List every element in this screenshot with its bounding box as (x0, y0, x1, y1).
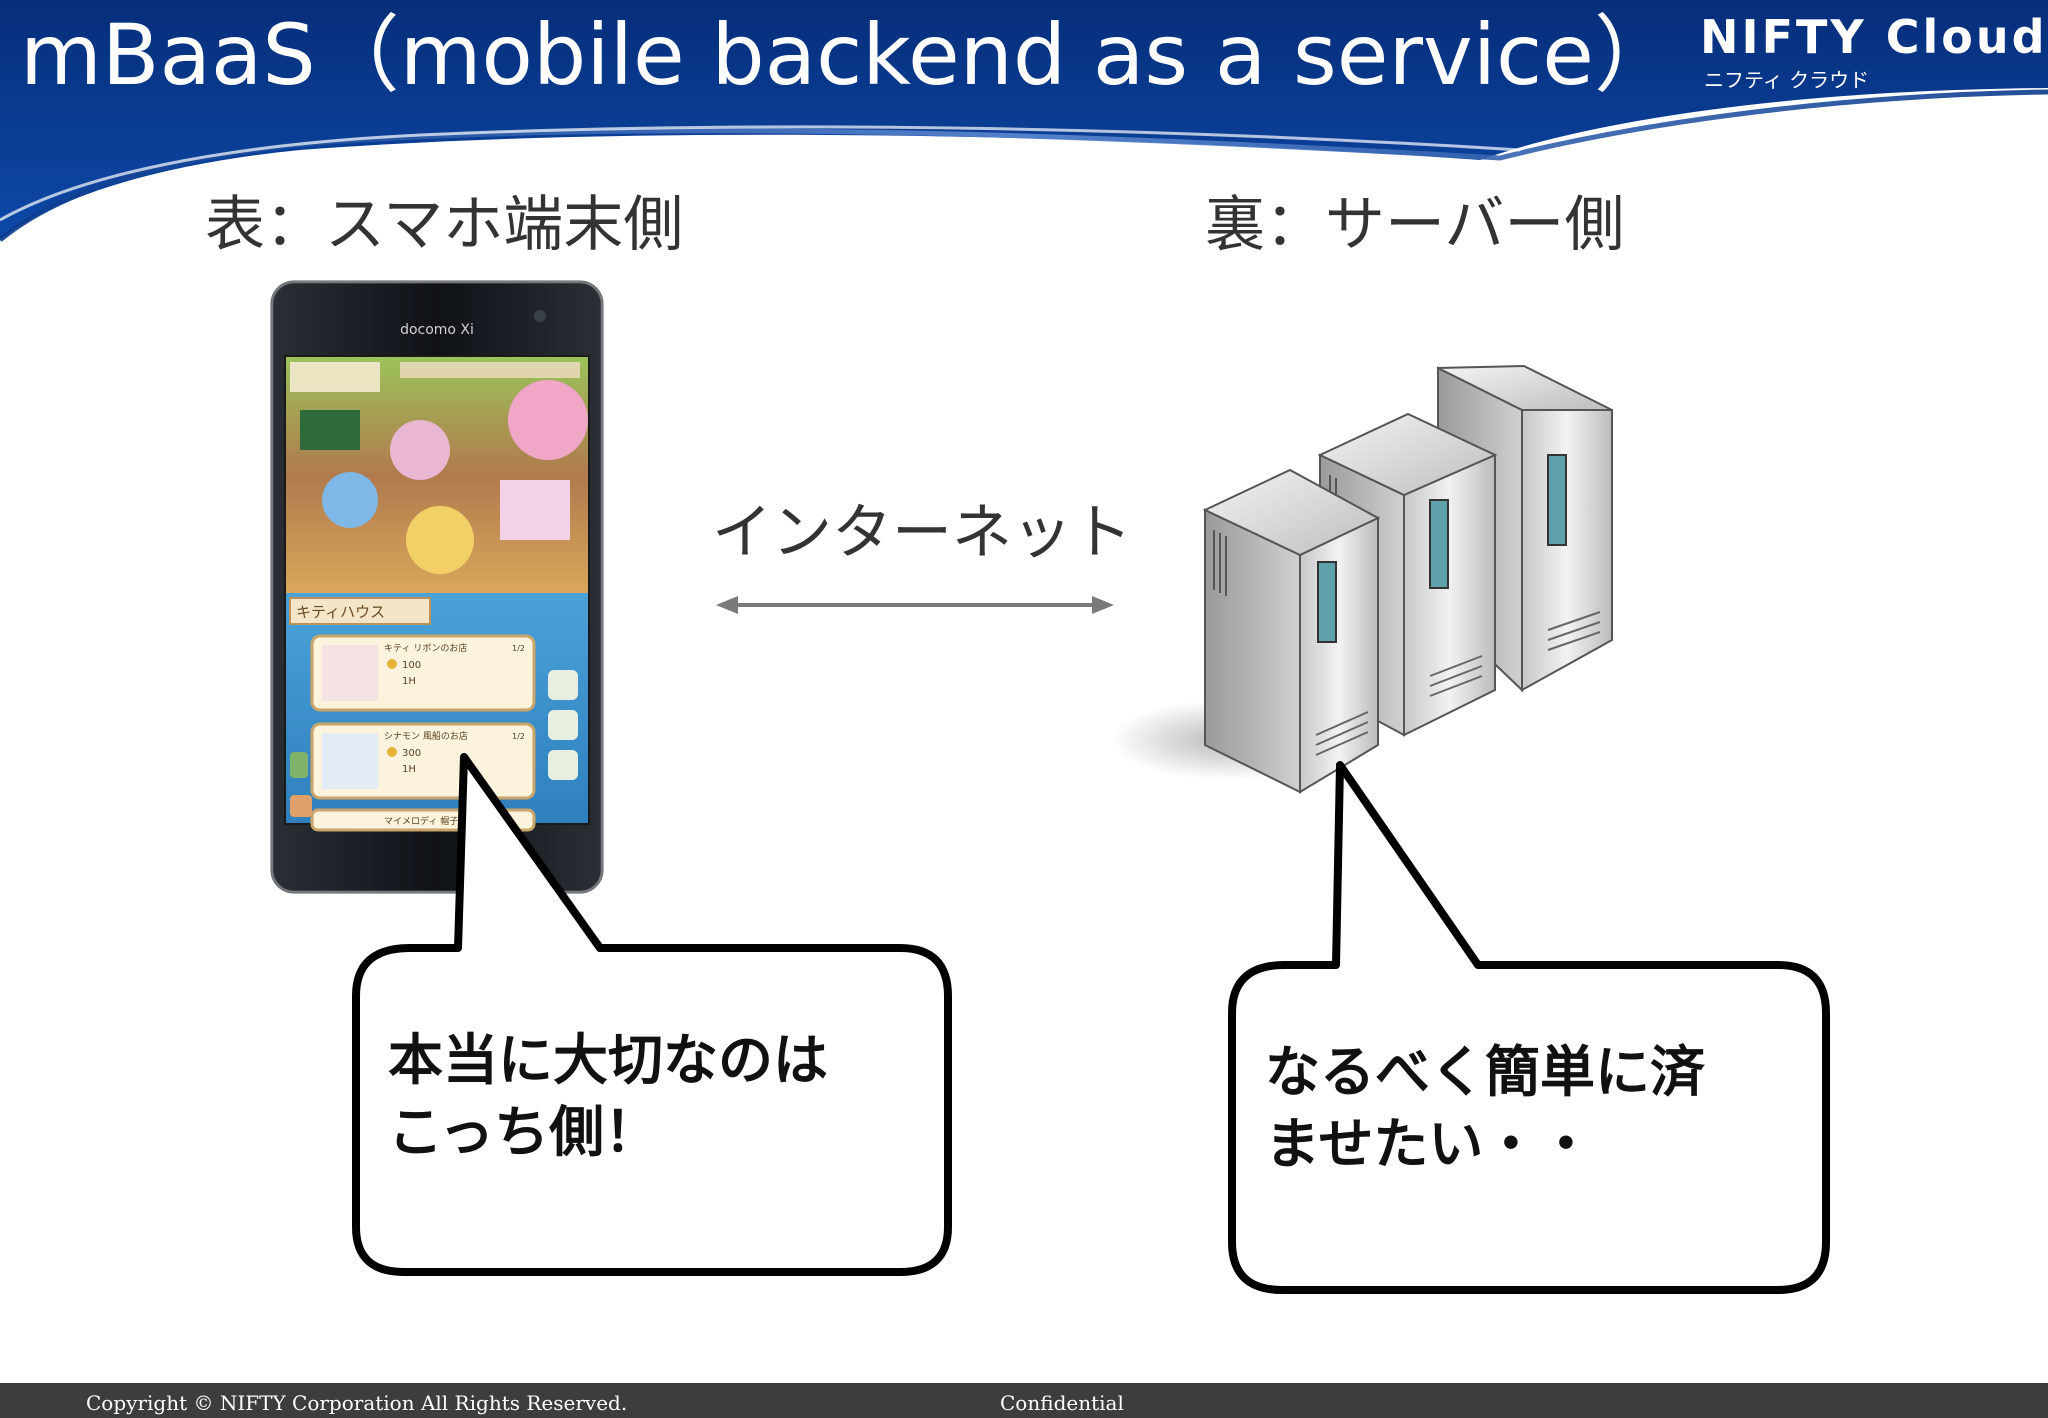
bubble-right-line-1: なるべく簡単に済 (1265, 1040, 1706, 1104)
front-side-label: 表：スマホ端末側 (205, 190, 684, 260)
speech-bubble-right-text: なるべく簡単に済 ませたい・・ (1265, 1036, 1705, 1180)
nifty-cloud-logo: NIFTY Cloud ニフティ クラウド (1700, 10, 2045, 92)
shop-item-2-time: 1H (402, 764, 416, 775)
footer-bar: Copyright © NIFTY Corporation All Rights… (0, 1383, 2048, 1418)
phone-carrier-text: docomo Xi (400, 322, 474, 338)
speech-bubble-right (1228, 761, 1830, 1294)
shop-item-2-count: 1/2 (512, 732, 525, 741)
bidirectional-arrow (716, 596, 1114, 614)
logo-main-text: NIFTY Cloud (1700, 10, 2048, 64)
shop-item-1-time: 1H (402, 676, 416, 687)
shop-item-1-price: 100 (402, 660, 421, 671)
bubble-left-line-2: こっち側！ (388, 1100, 660, 1164)
logo-sub-text: ニフティ クラウド (1704, 68, 1870, 92)
page-title: mBaaS（mobile backend as a service） (20, 6, 1678, 104)
speech-bubble-left-text: 本当に大切なのは こっち側！ (388, 1024, 828, 1168)
confidential-text: Confidential (1000, 1391, 1124, 1415)
server-cluster-image (1110, 364, 1613, 794)
smartphone-image: docomo Xi キティハウス キティ リボンのお店 1/2 100 1H シ… (270, 280, 604, 894)
internet-label: インターネット (712, 498, 1132, 568)
back-side-label: 裏：サーバー側 (1205, 190, 1625, 260)
header-band (0, 0, 2048, 242)
speech-bubble-left (352, 753, 952, 1276)
shop-item-1-name: キティ リボンのお店 (384, 642, 467, 654)
slide-artwork: docomo Xi キティハウス キティ リボンのお店 1/2 100 1H シ… (270, 280, 1830, 1294)
game-tab-label: キティハウス (296, 603, 385, 621)
shop-item-2-price: 300 (402, 748, 421, 759)
bubble-right-line-2: ませたい・・ (1265, 1112, 1594, 1176)
server-rack-front (1202, 468, 1381, 794)
bubble-left-line-1: 本当に大切なのは (388, 1028, 829, 1092)
shop-item-2-name: シナモン 風船のお店 (384, 730, 468, 742)
copyright-text: Copyright © NIFTY Corporation All Rights… (86, 1391, 628, 1415)
shop-item-1-count: 1/2 (512, 644, 525, 653)
